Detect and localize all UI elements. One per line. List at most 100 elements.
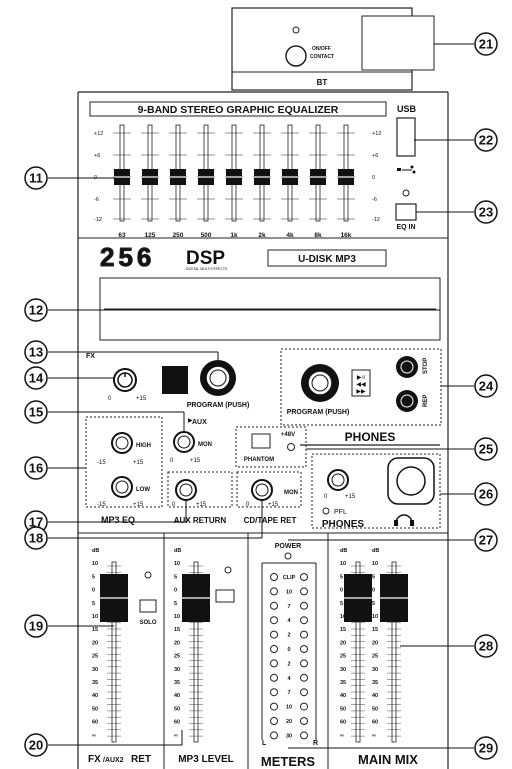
meter-level-label: 4 <box>287 618 291 624</box>
meter-level-label: 2 <box>287 633 290 639</box>
dsp-sublabel: DIGITAL MULTI EFFECTS <box>186 267 228 271</box>
fader-scale-label: 30 <box>340 667 346 673</box>
program-knob-left[interactable] <box>200 360 236 396</box>
fader-scale-label: 10 <box>340 561 346 567</box>
graphic-equalizer: 9-BAND STEREO GRAPHIC EQUALIZER +12+60-6… <box>89 101 387 239</box>
program-right-section: PROGRAM (PUSH) ▶॥ ◀◀ ▶▶ STOP REP <box>280 348 442 426</box>
aux-return-section: 0 +15 AUX RETURN <box>167 471 233 525</box>
aux-knob[interactable] <box>173 431 195 453</box>
eq-scale-right-label: -6 <box>372 197 377 203</box>
headphone-jack[interactable] <box>387 457 435 505</box>
callout-number: 28 <box>479 639 493 654</box>
meter-led-right-icon <box>300 630 308 639</box>
mp3-solo-button[interactable] <box>215 589 235 603</box>
fader-track <box>355 561 361 743</box>
phantom-48v: +48V <box>281 432 295 438</box>
callout-circle <box>474 528 498 552</box>
fader-scale-label: 15 <box>174 627 180 633</box>
fx-channel-title-a: FX <box>88 754 101 765</box>
mp3-title-box <box>267 249 387 267</box>
fader-track <box>111 561 117 743</box>
aux-label: AUX <box>192 419 207 426</box>
fader-scale-label: ∞ <box>92 733 96 739</box>
eq-scale-left-label: -6 <box>94 197 99 203</box>
stop-button[interactable] <box>396 356 418 378</box>
fx-max: +15 <box>136 396 147 402</box>
eq-band-label: 1k <box>230 232 238 239</box>
fader-scale-label: 5 <box>372 574 375 580</box>
fader-scale-label: ∞ <box>372 733 376 739</box>
phones-knob[interactable] <box>327 469 349 491</box>
mp3-eq-section: HIGH -15 +15 LOW -15 +15 MP3 EQ <box>85 416 163 525</box>
fader-scale-label: 5 <box>174 574 177 580</box>
eq-in-button[interactable] <box>395 203 417 221</box>
aux-mon-label: MON <box>198 442 212 448</box>
meter-level-label: 4 <box>287 676 291 682</box>
eq-band-label: 2k <box>258 232 266 239</box>
fader-scale-label: 15 <box>372 627 378 633</box>
phones-min: 0 <box>324 494 328 500</box>
cd-tape-knob[interactable] <box>251 479 273 501</box>
fx-badge-bottom: 40 <box>169 383 181 394</box>
fx-knob[interactable] <box>113 368 137 392</box>
mp3-eq-high-knob[interactable] <box>111 432 133 454</box>
bt-label: BT <box>317 78 328 87</box>
callout-number: 29 <box>479 741 493 756</box>
mp3-eq-high-min: -15 <box>97 460 106 466</box>
callout-circle <box>24 733 48 757</box>
fader-scale-label: 40 <box>340 693 346 699</box>
fader-scale-label: 5 <box>174 601 177 607</box>
pfl-led-icon <box>322 507 330 515</box>
fader-scale-label: 35 <box>174 680 180 686</box>
fader-scale-label: 50 <box>340 706 346 712</box>
meter-led-left-icon <box>270 659 278 668</box>
callout-circle <box>474 482 498 506</box>
meter-led-left-icon <box>270 688 278 697</box>
fader-scale-label: 10 <box>340 614 346 620</box>
eq-in-label: EQ IN <box>396 224 415 231</box>
callout-circle <box>474 200 498 224</box>
mp3-title: U-DISK MP3 <box>298 254 356 265</box>
fader-scale-label: 10 <box>174 561 180 567</box>
mp3-eq-low-knob[interactable] <box>111 476 133 498</box>
callout-circle <box>474 437 498 461</box>
rep-button[interactable] <box>396 390 418 412</box>
eq-scale-left-label: +12 <box>94 131 103 137</box>
fader-scale-label: ∞ <box>174 733 178 739</box>
aux-return-min: 0 <box>172 502 176 508</box>
fader-scale-label: 10 <box>92 561 98 567</box>
callout-circle <box>24 456 48 480</box>
fader-scale-label: dB <box>92 548 99 554</box>
meter-led-left-icon <box>270 630 278 639</box>
usb-port[interactable] <box>396 117 416 157</box>
eq-scale-left-label: +6 <box>94 153 100 159</box>
fader-scale-label: 25 <box>92 654 98 660</box>
solo-button[interactable] <box>139 599 157 613</box>
svg-text:▶: ▶ <box>188 418 193 424</box>
aux-return-knob[interactable] <box>175 479 197 501</box>
mp3-eq-high: HIGH <box>136 443 151 449</box>
callout-circle <box>24 298 48 322</box>
callout-number: 14 <box>29 371 44 386</box>
meter-level-label: 7 <box>287 690 290 696</box>
bt-panel: ON/OFF CONTACT BT <box>231 7 435 91</box>
callout-number: 27 <box>479 533 493 548</box>
callout-circle <box>474 32 498 56</box>
bt-switch[interactable] <box>285 45 307 67</box>
fader-scale-label: 5 <box>340 574 343 580</box>
fader-scale-label: 5 <box>340 601 343 607</box>
aux-return-max: +15 <box>196 502 207 508</box>
eq-in-led-icon <box>402 189 410 197</box>
phones-header: PHONES <box>345 430 396 444</box>
usb-icon <box>397 165 416 174</box>
phantom-button[interactable] <box>251 433 271 449</box>
fader-scale-label: 35 <box>340 680 346 686</box>
callout-circle <box>474 736 498 760</box>
transport-icons: ▶॥ ◀◀ ▶▶ <box>351 369 371 397</box>
fader-scale-label: 30 <box>372 667 378 673</box>
callout-circle <box>24 166 48 190</box>
callout-number: 18 <box>29 531 43 546</box>
dsp-digits: 256 <box>100 242 155 272</box>
program-knob-right[interactable] <box>301 364 339 402</box>
cd-tape-max: +15 <box>268 502 279 508</box>
